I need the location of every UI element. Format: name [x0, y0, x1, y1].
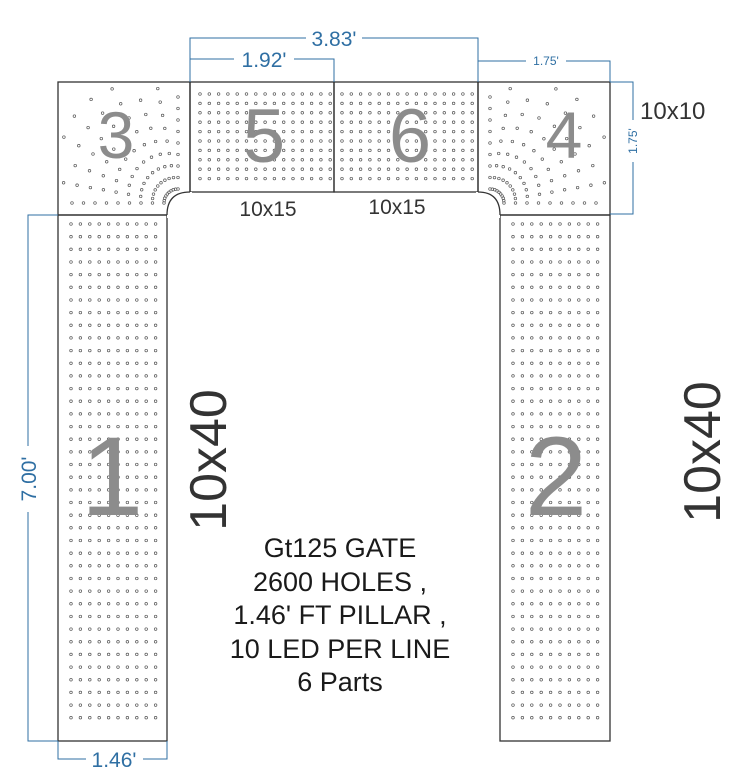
part-number-2: 2: [525, 414, 587, 539]
dimension-pillar-height: 7.00': [18, 457, 41, 502]
dimension-corner-height: 1.75': [626, 128, 640, 154]
corner-3-holes: [61, 86, 180, 205]
inner-arch-right-mask: [476, 192, 500, 218]
dimension-corner-width: 1.75': [533, 54, 559, 68]
part-number-3: 3: [98, 98, 135, 172]
pillar-2-grid-label: 10x40: [674, 381, 732, 523]
info-led-per-line: 10 LED PER LINE: [229, 633, 451, 664]
info-pillar-width: 1.46' FT PILLAR ,: [233, 600, 447, 630]
dimension-top-half: 1.92': [242, 49, 287, 72]
info-title: Gt125 GATE: [263, 533, 417, 563]
panel-5-grid-label: 10x15: [239, 198, 296, 221]
part-number-4: 4: [546, 98, 583, 172]
part-number-1: 1: [81, 414, 143, 539]
dimension-pillar-width: 1.46': [92, 749, 137, 772]
part-number-6: 6: [389, 94, 431, 179]
inner-arch-right-line: [477, 191, 501, 216]
pillar-1-grid-label: 10x40: [180, 389, 238, 531]
info-part-count: 6 Parts: [297, 667, 383, 697]
gate-info-block: Gt125 GATE 2600 HOLES , 1.46' FT PILLAR …: [180, 532, 500, 700]
inner-arch-left-curve: [167, 192, 192, 218]
corner-4-outline: [477, 81, 611, 216]
pillar-1-holes: [69, 222, 158, 720]
panel-5-holes: [198, 92, 332, 181]
pillar-2-holes: [511, 222, 600, 720]
pillar-2-outline: [499, 214, 611, 742]
dimension-lines: [27, 37, 634, 760]
dimension-top-total: 3.83': [312, 28, 357, 51]
part-outlines: [57, 81, 611, 742]
info-hole-count: 2600 HOLES ,: [252, 566, 428, 597]
pillar-1-outline: [57, 214, 168, 742]
corner-grid-label: 10x10: [640, 98, 705, 125]
part-number-5: 5: [243, 94, 285, 179]
panel-6-holes: [340, 92, 474, 181]
inner-arch-left-line: [166, 191, 191, 216]
corner-4-holes: [488, 86, 607, 205]
panel-6-grid-label: 10x15: [368, 196, 425, 219]
